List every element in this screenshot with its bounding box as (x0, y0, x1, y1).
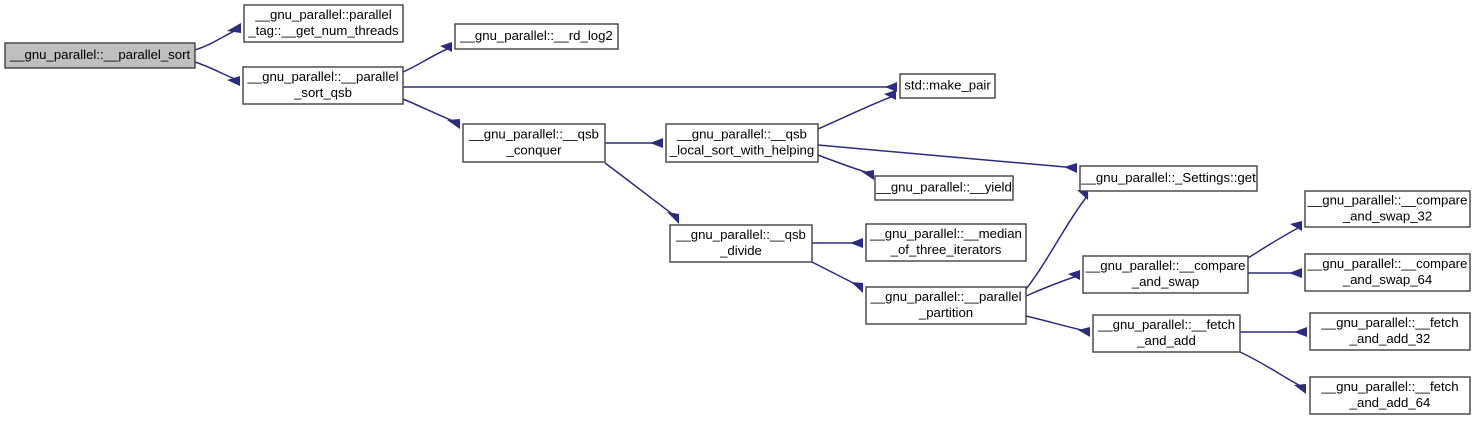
node-box-compare_and_swap_32[interactable] (1304, 190, 1471, 228)
graph-node-yield[interactable]: __gnu_parallel::__yield (874, 175, 1014, 201)
node-label-compare_and_swap_32-line1: __gnu_parallel::__compare (1307, 192, 1468, 207)
node-label-parallel_sort-line1: __gnu_parallel::__parallel_sort (9, 47, 191, 62)
node-box-rd_log2[interactable] (454, 23, 619, 50)
arrowhead-icon (885, 82, 897, 92)
node-label-qsb_local_sort-line2: _local_sort_with_helping (669, 142, 814, 157)
node-box-yield[interactable] (874, 175, 1014, 201)
arrowhead-icon (1294, 384, 1306, 394)
arrowhead-icon (1078, 327, 1090, 337)
arrowhead-icon (1077, 190, 1088, 200)
arrowhead-icon (1064, 163, 1077, 173)
arrowhead-icon (440, 42, 452, 52)
node-label-make_pair-line1: std::make_pair (904, 77, 991, 92)
call-edge-qsb_conquer-to-qsb_divide (604, 162, 680, 220)
node-label-parallel_partition-line1: __gnu_parallel::__parallel (869, 289, 1021, 304)
node-label-compare_and_swap_64-line2: _and_swap_64 (1342, 272, 1432, 287)
node-label-get_num_threads-line2: _tag::__get_num_threads (247, 23, 399, 38)
arrowhead-icon (1289, 268, 1302, 278)
node-label-fetch_and_add-line1: __gnu_parallel::__fetch (1097, 317, 1235, 332)
node-label-yield-line1: __gnu_parallel::__yield (875, 179, 1012, 194)
call-edge-parallel_sort_qsb-to-rd_log2 (402, 46, 453, 73)
node-box-qsb_divide[interactable] (669, 224, 813, 263)
graph-node-parallel_sort[interactable]: __gnu_parallel::__parallel_sort (4, 42, 196, 69)
node-label-qsb_divide-line1: __gnu_parallel::__qsb (675, 227, 806, 242)
node-box-parallel_sort_qsb[interactable] (242, 66, 404, 105)
node-box-parallel_sort[interactable] (4, 42, 196, 69)
node-label-rd_log2-line1: __gnu_parallel::__rd_log2 (459, 28, 613, 43)
call-edge-qsb_local_sort-to-make_pair (817, 94, 897, 130)
graph-node-parallel_sort_qsb[interactable]: __gnu_parallel::__parallel_sort_qsb (242, 66, 404, 105)
node-label-compare_and_swap-line2: _and_swap (1131, 274, 1199, 289)
arrowhead-icon (667, 212, 679, 224)
node-box-get_num_threads[interactable] (243, 4, 404, 43)
graph-node-compare_and_swap_32[interactable]: __gnu_parallel::__compare_and_swap_32 (1304, 190, 1471, 228)
node-label-parallel_sort_qsb-line1: __gnu_parallel::__parallel (246, 69, 398, 84)
node-label-parallel_partition-line2: _partition (918, 305, 973, 320)
node-label-fetch_and_add_32-line1: __gnu_parallel::__fetch (1320, 315, 1458, 330)
node-box-parallel_partition[interactable] (865, 286, 1027, 325)
graph-node-settings_get[interactable]: __gnu_parallel::_Settings::get (1079, 165, 1258, 192)
arrowhead-icon (884, 90, 896, 100)
graph-node-parallel_partition[interactable]: __gnu_parallel::__parallel_partition (865, 286, 1027, 325)
graph-node-compare_and_swap_64[interactable]: __gnu_parallel::__compare_and_swap_64 (1304, 253, 1471, 292)
arrowhead-icon (227, 76, 240, 86)
node-box-median_of_three[interactable] (865, 223, 1027, 262)
node-label-compare_and_swap-line1: __gnu_parallel::__compare (1085, 258, 1246, 273)
arrowhead-icon (227, 23, 241, 33)
node-box-settings_get[interactable] (1079, 165, 1258, 192)
graph-node-qsb_divide[interactable]: __gnu_parallel::__qsb_divide (669, 224, 813, 263)
arrowhead-icon (1290, 221, 1302, 231)
edges-layer (194, 23, 1307, 394)
node-label-qsb_conquer-line2: _conquer (506, 142, 563, 157)
arrowhead-icon (650, 138, 663, 148)
node-box-fetch_and_add[interactable] (1092, 314, 1241, 353)
graph-node-make_pair[interactable]: std::make_pair (899, 73, 996, 99)
node-label-qsb_local_sort-line1: __gnu_parallel::__qsb (676, 126, 807, 141)
node-label-parallel_sort_qsb-line2: _sort_qsb (293, 85, 352, 100)
graph-node-get_num_threads[interactable]: __gnu_parallel::parallel_tag::__get_num_… (243, 4, 404, 43)
node-label-settings_get-line1: __gnu_parallel::_Settings::get (1080, 170, 1256, 185)
arrowhead-icon (850, 238, 863, 248)
arrowhead-icon (1068, 270, 1080, 280)
arrowhead-icon (862, 170, 874, 180)
node-label-get_num_threads-line1: __gnu_parallel::parallel (254, 7, 391, 22)
call-edge-parallel_partition-to-settings_get (1025, 194, 1089, 290)
node-box-compare_and_swap_64[interactable] (1304, 253, 1471, 292)
node-box-qsb_conquer[interactable] (462, 123, 606, 163)
node-label-fetch_and_add_64-line1: __gnu_parallel::__fetch (1320, 379, 1458, 394)
node-box-fetch_and_add_32[interactable] (1309, 312, 1471, 351)
graph-node-qsb_conquer[interactable]: __gnu_parallel::__qsb_conquer (462, 123, 606, 163)
nodes-layer: __gnu_parallel::__parallel_sort__gnu_par… (4, 4, 1471, 415)
node-label-median_of_three-line1: __gnu_parallel::__median (869, 226, 1022, 241)
node-box-make_pair[interactable] (899, 73, 996, 99)
graph-node-fetch_and_add_64[interactable]: __gnu_parallel::__fetch_and_add_64 (1309, 376, 1471, 415)
node-label-median_of_three-line2: _of_three_iterators (890, 242, 1002, 257)
graph-node-fetch_and_add_32[interactable]: __gnu_parallel::__fetch_and_add_32 (1309, 312, 1471, 351)
arrowhead-icon (851, 282, 863, 293)
arrowhead-icon (1294, 327, 1307, 337)
node-label-compare_and_swap_32-line2: _and_swap_32 (1342, 208, 1432, 223)
graph-node-qsb_local_sort[interactable]: __gnu_parallel::__qsb_local_sort_with_he… (665, 123, 819, 163)
graph-node-rd_log2[interactable]: __gnu_parallel::__rd_log2 (454, 23, 619, 50)
node-label-fetch_and_add_64-line2: _and_add_64 (1349, 395, 1431, 410)
node-box-qsb_local_sort[interactable] (665, 123, 819, 163)
call-edge-qsb_local_sort-to-settings_get (817, 144, 1078, 169)
node-label-compare_and_swap_64-line1: __gnu_parallel::__compare (1307, 256, 1468, 271)
call-edge-fetch_and_add-to-fetch_and_add_64 (1239, 351, 1307, 390)
arrowhead-icon (447, 119, 460, 129)
call-edge-compare_and_swap-to-compare_and_swap_32 (1247, 225, 1303, 259)
node-box-compare_and_swap[interactable] (1082, 255, 1249, 294)
node-label-qsb_conquer-line1: __gnu_parallel::__qsb (468, 126, 599, 141)
graph-node-fetch_and_add[interactable]: __gnu_parallel::__fetch_and_add (1092, 314, 1241, 353)
graph-node-compare_and_swap[interactable]: __gnu_parallel::__compare_and_swap (1082, 255, 1249, 294)
node-label-qsb_divide-line2: _divide (719, 243, 762, 258)
node-label-fetch_and_add_32-line2: _and_add_32 (1349, 331, 1431, 346)
node-box-fetch_and_add_64[interactable] (1309, 376, 1471, 415)
node-label-fetch_and_add-line2: _and_add (1136, 333, 1196, 348)
graph-node-median_of_three[interactable]: __gnu_parallel::__median_of_three_iterat… (865, 223, 1027, 262)
